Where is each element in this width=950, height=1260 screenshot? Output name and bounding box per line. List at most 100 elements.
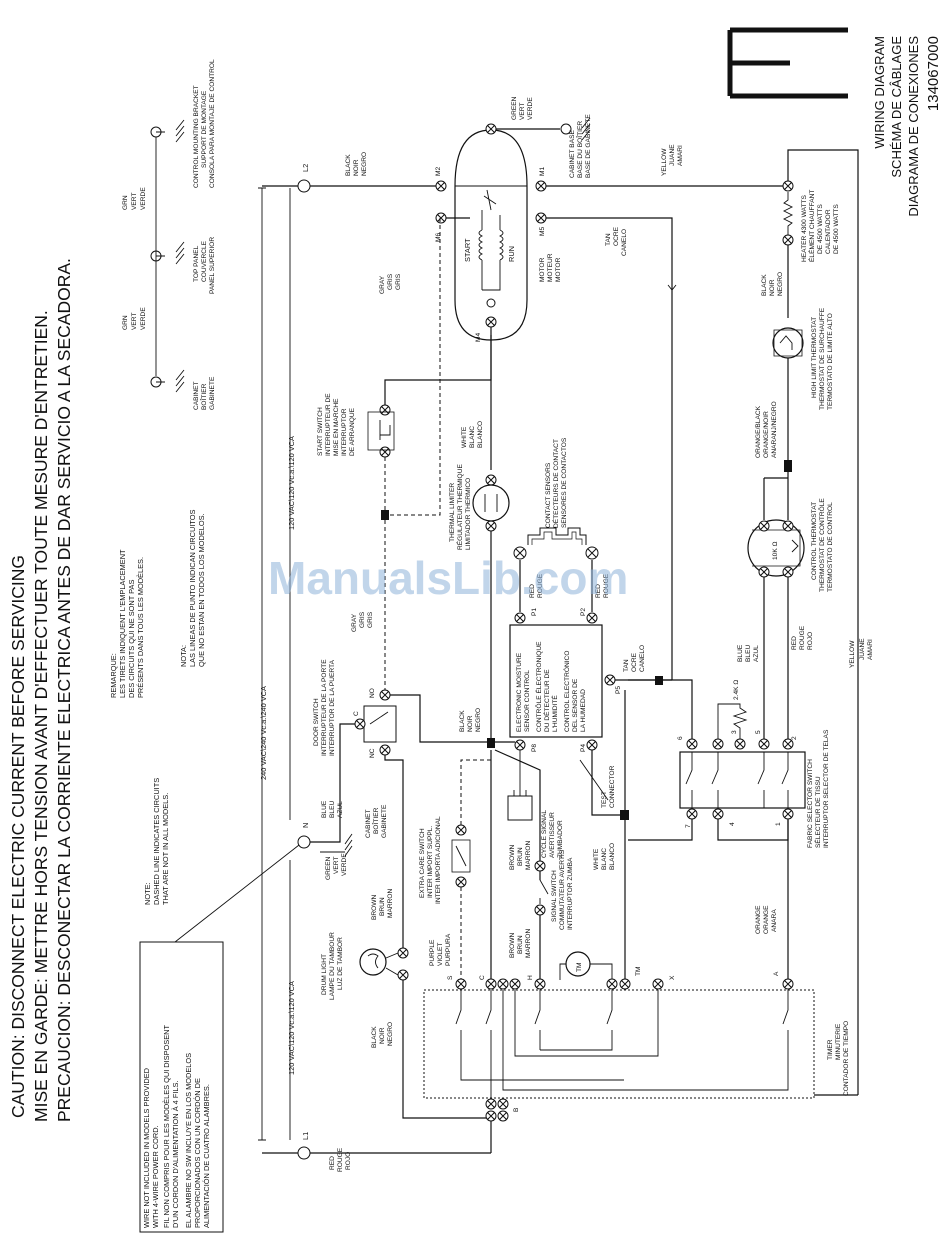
voltage-120-left: 120 VAC\120 Vc.a.\120 VCA	[287, 981, 296, 1075]
svg-text:BLANC: BLANC	[601, 848, 608, 870]
svg-text:EXTRA CARE SWITCH: EXTRA CARE SWITCH	[419, 828, 426, 898]
header-line1: WIRING DIAGRAM	[872, 36, 887, 149]
svg-text:BASE DE GABINETE: BASE DE GABINETE	[585, 114, 592, 178]
header-line3: DIAGRAMA DE CONEXIONES	[906, 36, 921, 217]
svg-text:ROUGE: ROUGE	[603, 573, 610, 598]
svg-text:JUANE: JUANE	[859, 638, 866, 660]
timer: S C H TM X A TIMER MINUTERIE CONTADOR DE…	[423, 966, 850, 1104]
voltage-240: 240 VAC\240 Vc.a.\240 VCA	[259, 686, 268, 780]
svg-text:REMARQUE:: REMARQUE:	[109, 653, 118, 698]
svg-text:NC: NC	[369, 748, 376, 758]
svg-text:M4: M4	[475, 333, 482, 342]
wires-top	[384, 149, 859, 1095]
svg-text:ELECTRONIC MOISTURE: ELECTRONIC MOISTURE	[516, 652, 523, 732]
svg-text:LAMPE DU TAMBOUR: LAMPE DU TAMBOUR	[329, 932, 336, 1000]
svg-text:TOP PANEL: TOP PANEL	[193, 245, 200, 282]
svg-text:TAN: TAN	[623, 659, 630, 672]
svg-text:INTER IMPORTA ADICIONAL: INTER IMPORTA ADICIONAL	[435, 816, 442, 904]
svg-text:ROUGE: ROUGE	[337, 1147, 344, 1172]
ground-cabinet-n: CABINET BOÎTIER GABINETE GREEN VERT VERD…	[310, 804, 388, 880]
svg-text:RED: RED	[791, 636, 798, 650]
svg-text:YELLOW: YELLOW	[661, 148, 668, 176]
svg-text:2: 2	[791, 736, 798, 740]
svg-text:ZUMBADOR: ZUMBADOR	[557, 820, 564, 858]
svg-text:GRN: GRN	[122, 315, 129, 330]
svg-text:HIGH LIMIT THERMOSTAT: HIGH LIMIT THERMOSTAT	[811, 317, 818, 398]
door-switch: NO NC C DOOR SWITCH INTERRUPTEUR DE LA P…	[313, 659, 397, 758]
signal-switch: SIGNAL SWITCH COMMUTATEUR AVERTIS INTERR…	[509, 849, 574, 958]
svg-text:BLANC: BLANC	[469, 426, 476, 448]
svg-text:TEST: TEST	[601, 791, 608, 808]
svg-text:CONTROL MOUNTING BRACKET: CONTROL MOUNTING BRACKET	[193, 85, 200, 188]
svg-text:JUANE: JUANE	[669, 144, 676, 166]
svg-text:BLACK: BLACK	[459, 710, 466, 732]
svg-text:PROPORCIONADOS CON UN CORDÓN D: PROPORCIONADOS CON UN CORDÓN DE	[193, 1078, 202, 1228]
svg-text:MISE EN MARCHE: MISE EN MARCHE	[333, 398, 340, 456]
svg-text:NOIR: NOIR	[353, 159, 360, 176]
svg-text:NOIR: NOIR	[379, 1027, 386, 1044]
svg-text:TM: TM	[576, 962, 583, 972]
svg-text:P2: P2	[580, 608, 587, 616]
svg-text:ROJO: ROJO	[345, 1152, 352, 1170]
svg-text:5: 5	[755, 730, 762, 734]
svg-text:C: C	[353, 711, 360, 716]
svg-text:CONTACT SENSORS: CONTACT SENSORS	[545, 462, 552, 528]
svg-text:D'UN CORDON D'ALIMENTATION À 4: D'UN CORDON D'ALIMENTATION À 4 FILS.	[171, 1080, 180, 1228]
svg-text:QUE NO ESTAN EN TODOS LOS MODE: QUE NO ESTAN EN TODOS LOS MODELOS.	[197, 513, 206, 667]
svg-text:THERMOSTAT DE SURCHAUFFE: THERMOSTAT DE SURCHAUFFE	[819, 307, 826, 410]
svg-text:SÉLECTEUR DE TISSU: SÉLECTEUR DE TISSU	[813, 776, 822, 848]
svg-text:YELLOW: YELLOW	[849, 640, 856, 668]
svg-text:ÉLÉMENT CHAUFFANT: ÉLÉMENT CHAUFFANT	[807, 190, 816, 262]
svg-text:MOTOR: MOTOR	[555, 257, 562, 282]
svg-text:P1: P1	[531, 608, 538, 616]
svg-text:3: 3	[731, 730, 738, 734]
svg-text:CALENTADOR: CALENTADOR	[825, 209, 832, 254]
svg-text:GABINETE: GABINETE	[209, 376, 216, 410]
svg-text:BROWN: BROWN	[371, 894, 378, 920]
svg-text:P8: P8	[531, 744, 538, 752]
svg-text:BRUN: BRUN	[379, 897, 386, 916]
svg-text:INTERRUPTOR ZUMBA: INTERRUPTOR ZUMBA	[567, 857, 574, 930]
ground-cabinet-base: CABINET BASE BASE DU BOÎTIER BASE DE GAB…	[496, 96, 592, 178]
part-number: 134067000	[925, 36, 942, 111]
fabric-selector-switch: 2.4K Ω 6 3 5 2 7 4 1 FABRIC SELECTOR SWI…	[677, 680, 830, 848]
svg-text:SUPPORT DE MONTAGE: SUPPORT DE MONTAGE	[201, 90, 208, 168]
watermark: ManualsLib.com	[268, 552, 628, 604]
svg-text:LUZ DE TAMBOR: LUZ DE TAMBOR	[337, 937, 344, 990]
svg-text:P5: P5	[615, 686, 622, 694]
l1-label: L1	[301, 1132, 310, 1140]
heater: HEATER 4300 WATTS ÉLÉMENT CHAUFFANT DE 4…	[782, 180, 840, 262]
svg-text:VERDE: VERDE	[527, 97, 534, 120]
svg-text:BLEU: BLEU	[329, 801, 336, 818]
svg-text:RED: RED	[329, 1156, 336, 1170]
svg-text:VERT: VERT	[333, 857, 340, 874]
svg-text:VERDE: VERDE	[140, 187, 147, 210]
svg-text:VERDE: VERDE	[341, 853, 348, 876]
svg-text:FABRIC SELECTOR SWITCH: FABRIC SELECTOR SWITCH	[807, 759, 814, 848]
svg-text:1: 1	[775, 822, 782, 826]
svg-text:PURPLE: PURPLE	[429, 939, 436, 966]
timer-b-terminals: B	[485, 1098, 520, 1153]
svg-text:CABINET BASE: CABINET BASE	[569, 130, 576, 178]
svg-text:TAN: TAN	[605, 233, 612, 246]
svg-text:WHITE: WHITE	[461, 426, 468, 448]
svg-text:START SWITCH: START SWITCH	[317, 407, 324, 456]
svg-text:TERMOSTATO DE LIMITE ALTO: TERMOSTATO DE LIMITE ALTO	[827, 313, 834, 410]
svg-text:NO: NO	[369, 688, 376, 698]
svg-text:DRUM LIGHT: DRUM LIGHT	[321, 954, 328, 995]
svg-text:WITH 4-WIRE POWER CORD.: WITH 4-WIRE POWER CORD.	[151, 1125, 160, 1228]
motor: START RUN MOTOR MOTEUR MOTOR	[454, 129, 562, 341]
svg-text:BOÎTIER: BOÎTIER	[371, 807, 380, 834]
svg-text:NOIR: NOIR	[467, 715, 474, 732]
svg-text:DÉTECTEURS DE CONTACT: DÉTECTEURS DE CONTACT	[551, 439, 560, 528]
svg-text:MARRON: MARRON	[387, 888, 394, 918]
svg-text:CABINET: CABINET	[365, 809, 372, 838]
svg-text:DU DÉTECTEUR DE: DU DÉTECTEUR DE	[542, 669, 551, 732]
note-en: NOTE: DASHED LINE INDICATES CIRCUITS THA…	[143, 778, 170, 905]
svg-text:ROJO: ROJO	[807, 632, 814, 650]
svg-text:LA HUMEDAD: LA HUMEDAD	[580, 689, 587, 732]
start-switch: START SWITCH INTERRUPTEUR DE MISE EN MAR…	[317, 393, 395, 458]
caution-es: PRECAUCION: DESCONECTAR LA CORRIENTE ELE…	[54, 258, 74, 1122]
svg-text:NEGRO: NEGRO	[387, 1022, 394, 1046]
svg-text:CONTRÔLE ÉLECTRONIQUE: CONTRÔLE ÉLECTRONIQUE	[534, 641, 543, 732]
